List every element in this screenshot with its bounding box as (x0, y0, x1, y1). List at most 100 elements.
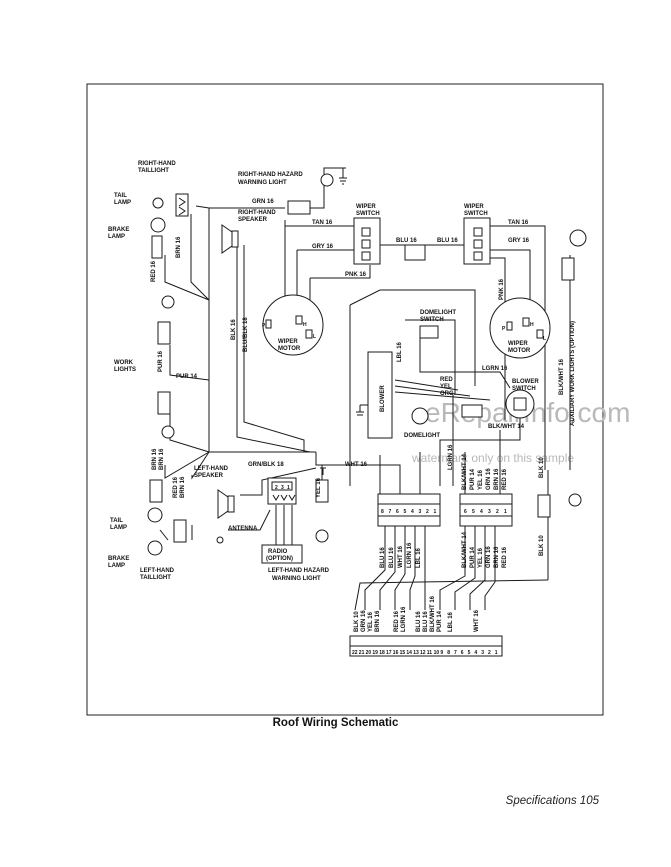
harness-wires (159, 167, 571, 611)
wire-label-brn16-rh: BRN 16 (176, 236, 182, 258)
connector-right-pin-2: 2 (496, 509, 499, 515)
right-connector-wire-label-3: GRN 16 (486, 546, 492, 568)
lh-hazard-light: LEFT-HAND HAZARD WARNING LIGHT (268, 467, 330, 582)
bottom-wire-label-4: RED 16 (394, 610, 400, 632)
lh-brake-lamp-bulb-icon (147, 540, 163, 556)
wire-label-blu16-left: BLU 16 (396, 238, 417, 244)
wiper-motor-left-label: WIPER (278, 339, 298, 345)
wire-label-blk16-speaker: BLK 16 (231, 319, 237, 340)
brake-lamp-label-2: LAMP (108, 234, 125, 240)
rh-speaker: RIGHT-HAND SPEAKER (221, 210, 276, 254)
left-connector-wire-label-1: BLU 16 (389, 547, 395, 568)
wire-label-blublk18: BLU/BLK 18 (243, 317, 249, 352)
right-connector-upper-label-3: GRN 16 (486, 468, 492, 490)
connector-bottom-pin-11: 11 (427, 650, 433, 656)
wiper-switch-left-label: WIPER (356, 204, 376, 210)
lh-speaker-label: LEFT-HAND (194, 466, 229, 472)
speaker-icon (221, 224, 233, 254)
connector-left-pin-4: 4 (411, 509, 414, 515)
left-connector-wire-label-4: LBL 16 (416, 547, 422, 568)
wire-label-blk10-lower: BLK 10 (539, 535, 545, 556)
lh-hazard-bulb-icon (315, 529, 329, 543)
wiper-switch-right-label: WIPER (464, 204, 484, 210)
right-connector-wire-label-4: BRN 16 (494, 546, 500, 568)
connector-right-pin-3: 3 (488, 509, 491, 515)
wire-label-blk10-upper: BLK 10 (539, 457, 545, 478)
tail-lamp-label: TAIL (114, 193, 127, 199)
wiper-motor-right-label: WIPER (508, 341, 528, 347)
lh-speaker: LEFT-HAND SPEAKER (194, 466, 235, 519)
radio: 2 3 1 RADIO (OPTION) ANTENNA (216, 477, 303, 564)
connector-right-pin-6: 6 (464, 509, 467, 515)
domelight-label: DOMELIGHT (404, 433, 440, 439)
wiper-motor-left: P H L WIPER MOTOR (262, 294, 324, 356)
bottom-wire-label-8: BLK/WHT 16 (430, 595, 436, 632)
connector-left-pin-1: 1 (434, 509, 437, 515)
blower: BLOWER (356, 351, 393, 439)
bottom-wire-label-3: BRN 16 (375, 610, 381, 632)
lh-taillight: TAIL LAMP BRAKE LAMP LEFT-HAND TAILLIGHT (108, 479, 187, 581)
connector-right-pin-4: 4 (480, 509, 483, 515)
aux-work-label: AUXILIARY WORK LIGHTS (OPTION) (570, 321, 576, 426)
bottom-wire-label-10: LBL 16 (448, 611, 454, 632)
wire-label-tan16-right: TAN 16 (508, 220, 529, 226)
connector-right-pin-5: 5 (472, 509, 475, 515)
rh-hazard-light: RIGHT-HAND HAZARD WARNING LIGHT (238, 167, 347, 215)
wiper-motor-left-label-2: MOTOR (278, 346, 301, 352)
wire-label-gry16-right: GRY 16 (508, 238, 530, 244)
connector-bottom-pin-10: 10 (434, 650, 440, 656)
watermark-sub: watermark only on this sample (411, 451, 574, 465)
left-connector-wire-label-2: WHT 16 (398, 545, 404, 568)
wire-label-blkwht14: BLK/WHT 14 (488, 424, 525, 430)
connector-bottom-pin-8: 8 (447, 650, 450, 656)
wire-labels: GRN 16 TAN 16 GRY 16 BLU 16 BLU 16 PNK 1… (151, 199, 565, 556)
aux-work-bulb-icon (569, 229, 587, 247)
lh-taillight-label: LEFT-HAND (140, 568, 175, 574)
rh-taillight-label-2: TAILLIGHT (138, 168, 169, 174)
connector-bottom-pin-20: 20 (366, 650, 372, 656)
lh-speaker-label-2: SPEAKER (194, 473, 224, 479)
brake-lamp-label: BRAKE (108, 227, 129, 233)
connector-bottom-pin-4: 4 (474, 650, 477, 656)
right-connector-upper-label-5: RED 16 (502, 468, 508, 490)
connector-bottom-pin-17: 17 (386, 650, 392, 656)
connector-bottom-pin-3: 3 (481, 650, 484, 656)
rh-hazard-label: RIGHT-HAND HAZARD (238, 172, 303, 178)
wire-label-pnk16-left: PNK 16 (345, 272, 367, 278)
connector-left-pin-2: 2 (426, 509, 429, 515)
wiper-switch-right: WIPER SWITCH (463, 204, 491, 265)
wire-label-brn16-lh-1: BRN 16 (152, 448, 158, 470)
connector-bottom-pin-6: 6 (461, 650, 464, 656)
lh-tail-lamp-label-2: LAMP (110, 525, 127, 531)
work-light-lower-icon (161, 425, 175, 439)
ground-icon (339, 167, 347, 185)
wire-label-org: ORG (440, 391, 454, 397)
connector-bottom-pin-19: 19 (372, 650, 378, 656)
rh-taillight-label: RIGHT-HAND (138, 161, 176, 167)
right-connector-wire-label-1: PUR 14 (470, 546, 476, 568)
work-lights: WORK LIGHTS (114, 295, 175, 439)
connector-left-pin-8: 8 (381, 509, 384, 515)
lh-hazard-label-2: WARNING LIGHT (272, 576, 321, 582)
radio-pin-3: 3 (281, 485, 284, 491)
diagram-frame (86, 83, 604, 716)
antenna-icon (216, 536, 224, 544)
ground-icon (320, 467, 326, 475)
ground-icon (356, 404, 368, 416)
motor-left-pin-p: P (262, 323, 266, 329)
wiper-switch-left-label-2: SWITCH (356, 211, 380, 217)
wire-label-grn16-top: GRN 16 (252, 199, 274, 205)
rh-speaker-label: RIGHT-HAND (238, 210, 276, 216)
wire-label-grnblk18: GRN/BLK 18 (248, 462, 284, 468)
wire-label-lbl16: LBL 16 (397, 341, 403, 362)
connector-bottom-pin-12: 12 (420, 650, 426, 656)
connector-left-pin-3: 3 (419, 509, 422, 515)
rh-taillight: RIGHT-HAND TAILLIGHT TAIL LAMP BRAKE LAM… (108, 161, 189, 259)
connector-bottom-pin-1: 1 (495, 650, 498, 656)
wire-label-red16-rh: RED 16 (151, 260, 157, 282)
